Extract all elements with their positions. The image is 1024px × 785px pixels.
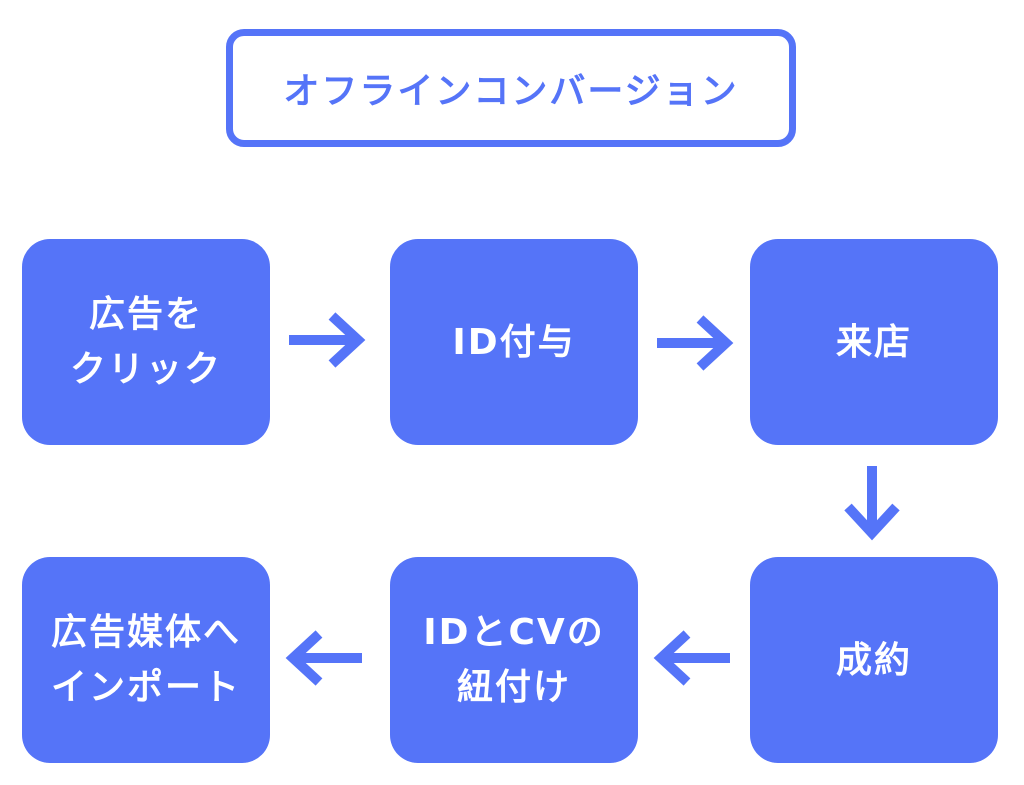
arrow-down-icon	[844, 466, 900, 541]
step-label-line: インポート	[50, 667, 241, 708]
step-assign-id: ID付与	[390, 239, 638, 445]
arrow-right-icon	[289, 312, 366, 368]
step-label-line: ID付与	[452, 321, 576, 363]
step-import-to-ad-media: 広告媒体へ インポート	[22, 557, 270, 763]
step-click-ad: 広告を クリック	[22, 239, 270, 445]
diagram-title: オフラインコンバージョン	[283, 71, 739, 112]
arrow-left-icon	[653, 630, 730, 686]
step-store-visit: 来店	[750, 239, 998, 445]
step-label-line: 来店	[835, 321, 912, 363]
arrow-left-icon	[285, 630, 362, 686]
title-box: オフラインコンバージョン	[226, 29, 796, 147]
step-label-line: 紐付け	[456, 667, 571, 708]
step-label-line: IDとCVの	[423, 612, 605, 653]
step-label-line: 広告媒体へ	[50, 612, 241, 653]
step-link-id-cv: IDとCVの 紐付け	[390, 557, 638, 763]
step-label-line: 成約	[835, 639, 912, 681]
step-contract: 成約	[750, 557, 998, 763]
step-label-line: クリック	[69, 349, 222, 390]
arrow-right-icon	[657, 315, 734, 371]
step-label-line: 広告を	[88, 294, 203, 335]
